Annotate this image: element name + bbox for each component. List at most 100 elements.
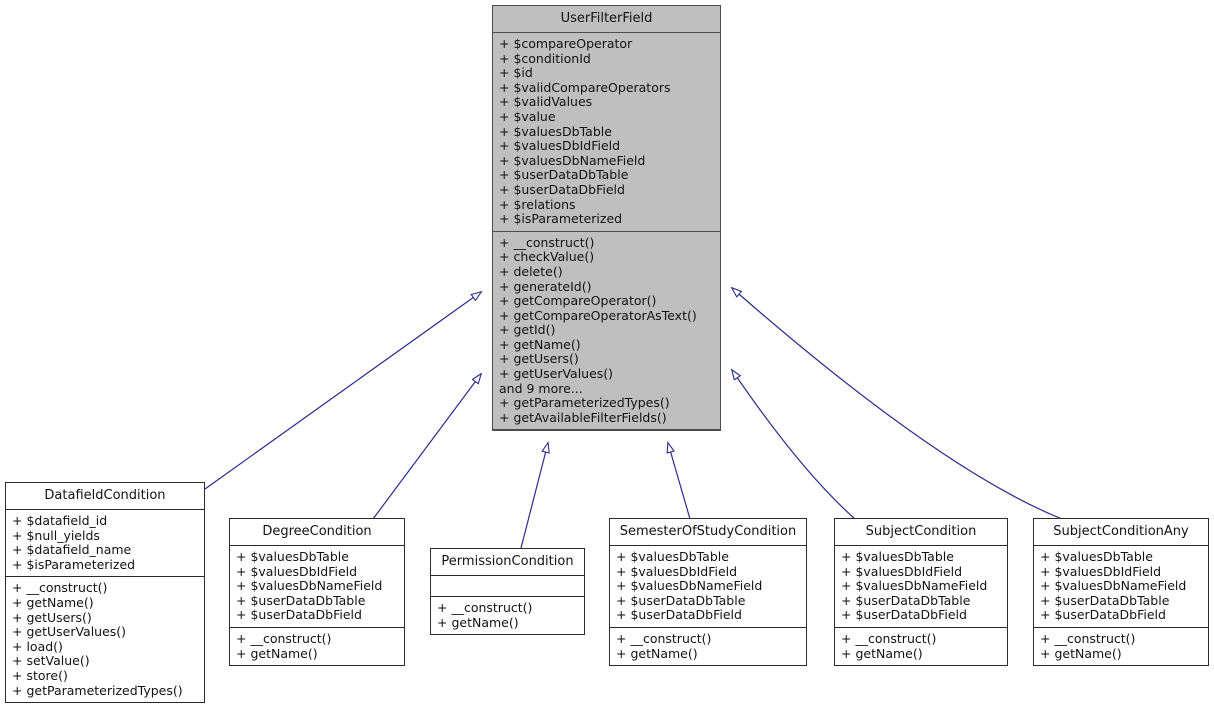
edge-datafield-condition <box>204 292 481 490</box>
attributes-compartment: + $valuesDbTable + $valuesDbIdField + $v… <box>1034 546 1208 628</box>
edge-permission-condition <box>520 443 548 549</box>
attribute: + $null_yields <box>12 527 100 543</box>
method: + __construct() <box>12 580 108 596</box>
attribute: + $userDataDbTable <box>616 592 746 608</box>
attributes-compartment: + $datafield_id + $null_yields + $datafi… <box>6 510 204 578</box>
methods-compartment: + __construct() + getName() <box>431 597 584 634</box>
class-title: SubjectConditionAny <box>1034 519 1208 546</box>
edge-degree-condition <box>372 374 481 520</box>
method: + getName() <box>1040 645 1122 661</box>
method: + getCompareOperator() <box>499 293 657 309</box>
attributes-compartment: + $valuesDbTable + $valuesDbIdField + $v… <box>835 546 1007 628</box>
methods-compartment: + __construct() + checkValue() + delete(… <box>493 232 720 431</box>
attribute: + $validValues <box>499 94 593 110</box>
attribute: + $datafield_name <box>12 542 132 558</box>
method: + load() <box>12 638 63 654</box>
attribute: + $id <box>499 65 533 81</box>
method: + getId() <box>499 322 556 338</box>
attribute: + $isParameterized <box>499 211 623 227</box>
method: + __construct() <box>437 600 533 615</box>
method: + getName() <box>236 645 318 661</box>
attribute: + $validCompareOperators <box>499 79 671 95</box>
attribute: + $datafield_id <box>12 513 108 528</box>
method: + __construct() <box>616 630 712 646</box>
attribute: + $valuesDbNameField <box>236 578 383 594</box>
method: + store() <box>12 667 68 683</box>
attribute: + $conditionId <box>499 50 591 66</box>
methods-compartment: + __construct() + getName() + getUsers()… <box>6 577 204 702</box>
attribute: + $userDataDbField <box>616 607 742 623</box>
class-subject-condition-any[interactable]: SubjectConditionAny + $valuesDbTable + $… <box>1033 518 1209 667</box>
method: + delete() <box>499 263 563 279</box>
attributes-compartment: + $valuesDbTable + $valuesDbIdField + $v… <box>230 546 404 628</box>
method: + getName() <box>616 645 698 661</box>
method: + __construct() <box>1040 630 1136 646</box>
method: + getUsers() <box>499 351 579 367</box>
attribute: + $userDataDbField <box>499 181 625 197</box>
method: + __construct() <box>841 630 937 646</box>
attribute: + $userDataDbTable <box>841 592 971 608</box>
attribute: + $valuesDbIdField <box>1040 563 1162 579</box>
method: + getUsers() <box>12 609 92 625</box>
method: + getName() <box>499 336 581 352</box>
method: + getName() <box>12 594 94 610</box>
method: + setValue() <box>12 653 90 669</box>
attributes-compartment <box>431 576 584 597</box>
attribute: + $valuesDbIdField <box>616 563 738 579</box>
methods-compartment: + __construct() + getName() <box>230 628 404 665</box>
attribute: + $compareOperator <box>499 36 633 51</box>
method: + generateId() <box>499 278 592 294</box>
attribute: + $relations <box>499 196 576 212</box>
attribute: + $valuesDbNameField <box>1040 578 1187 594</box>
class-title: SemesterOfStudyCondition <box>610 519 806 546</box>
class-subject-condition[interactable]: SubjectCondition + $valuesDbTable + $val… <box>834 518 1008 667</box>
methods-overflow-note: and 9 more... <box>499 380 583 396</box>
attribute: + $valuesDbTable <box>499 123 612 139</box>
attribute: + $userDataDbTable <box>1040 592 1170 608</box>
attributes-compartment: + $valuesDbTable + $valuesDbIdField + $v… <box>610 546 806 628</box>
attribute: + $valuesDbNameField <box>616 578 763 594</box>
method: + checkValue() <box>499 249 595 265</box>
attribute: + $valuesDbTable <box>236 549 349 564</box>
attribute: + $isParameterized <box>12 556 136 572</box>
methods-compartment: + __construct() + getName() <box>835 628 1007 665</box>
attributes-compartment: + $compareOperator + $conditionId + $id … <box>493 33 720 232</box>
method: + getName() <box>841 645 923 661</box>
attribute: + $valuesDbNameField <box>499 152 646 168</box>
attribute: + $valuesDbTable <box>616 549 729 564</box>
attribute: + $valuesDbNameField <box>841 578 988 594</box>
attribute: + $userDataDbField <box>841 607 967 623</box>
attribute: + $valuesDbIdField <box>236 563 358 579</box>
attribute: + $valuesDbTable <box>841 549 954 564</box>
method: + getParameterizedTypes() <box>12 682 183 698</box>
edge-semester-of-study-condition <box>668 443 691 520</box>
class-title: DegreeCondition <box>230 519 404 546</box>
method: + getUserValues() <box>499 366 614 382</box>
attribute: + $userDataDbField <box>1040 607 1166 623</box>
class-permission-condition[interactable]: PermissionCondition + __construct() + ge… <box>430 548 585 636</box>
method: + getUserValues() <box>12 624 127 640</box>
class-title: SubjectCondition <box>835 519 1007 546</box>
class-title: DatafieldCondition <box>6 483 204 510</box>
class-degree-condition[interactable]: DegreeCondition + $valuesDbTable + $valu… <box>229 518 405 667</box>
method: + __construct() <box>236 630 332 646</box>
class-semester-of-study-condition[interactable]: SemesterOfStudyCondition + $valuesDbTabl… <box>609 518 807 667</box>
class-datafield-condition[interactable]: DatafieldCondition + $datafield_id + $nu… <box>5 482 205 704</box>
attribute: + $valuesDbIdField <box>841 563 963 579</box>
edge-subject-condition <box>732 370 856 520</box>
class-user-filter-field[interactable]: UserFilterField + $compareOperator + $co… <box>492 5 721 432</box>
methods-compartment: + __construct() + getName() <box>610 628 806 665</box>
method: + getAvailableFilterFields() <box>499 409 667 425</box>
attribute: + $userDataDbTable <box>499 167 629 183</box>
class-title: UserFilterField <box>493 6 720 33</box>
attribute: + $valuesDbIdField <box>499 138 621 154</box>
method: + getName() <box>437 614 519 630</box>
methods-compartment: + __construct() + getName() <box>1034 628 1208 665</box>
attribute: + $valuesDbTable <box>1040 549 1153 564</box>
class-title: PermissionCondition <box>431 549 584 576</box>
method: + __construct() <box>499 234 595 250</box>
attribute: + $userDataDbField <box>236 607 362 623</box>
attribute: + $value <box>499 108 556 124</box>
method: + getParameterizedTypes() <box>499 395 670 411</box>
